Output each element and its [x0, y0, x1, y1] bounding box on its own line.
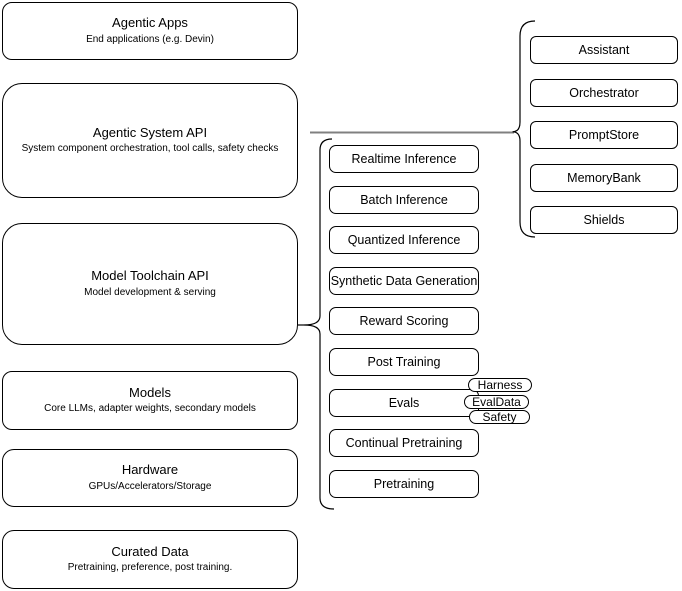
service-box-continual-pretraining: Continual Pretraining [329, 429, 479, 458]
box-subtitle: GPUs/Accelerators/Storage [88, 480, 212, 492]
component-box-assistant: Assistant [530, 36, 678, 64]
stack-box-agentic-system-api: Agentic System API System component orche… [2, 83, 298, 198]
stack-box-model-toolchain-api: Model Toolchain API Model development & s… [2, 223, 298, 345]
service-box-reward-scoring: Reward Scoring [329, 307, 479, 336]
component-box-promptstore: PromptStore [530, 121, 678, 149]
service-box-pretraining: Pretraining [329, 469, 479, 498]
component-box-shields: Shields [530, 206, 678, 234]
service-box-batch-inference: Batch Inference [329, 185, 479, 214]
box-subtitle: End applications (e.g. Devin) [86, 33, 214, 45]
box-title: Curated Data [111, 543, 189, 559]
box-title: Models [129, 384, 171, 400]
box-subtitle: System component orchestration, tool cal… [21, 143, 279, 155]
box-title: Agentic Apps [112, 15, 188, 31]
eval-tag-safety: Safety [469, 410, 530, 424]
box-title: Model Toolchain API [91, 268, 209, 284]
eval-tag-harness: Harness [468, 377, 532, 392]
service-box-synthetic-data-generation: Synthetic Data Generation [329, 266, 479, 295]
box-subtitle: Model development & serving [84, 286, 216, 298]
service-box-post-training: Post Training [329, 348, 479, 376]
eval-tag-evaldata: EvalData [464, 395, 529, 409]
box-title: Hardware [121, 462, 179, 478]
box-subtitle: Pretraining, preference, post training. [67, 562, 233, 574]
service-box-quantized-inference: Quantized Inference [329, 226, 479, 255]
component-box-memorybank: MemoryBank [530, 163, 678, 192]
box-title: Agentic System API [92, 124, 208, 140]
service-box-realtime-inference: Realtime Inference [329, 145, 479, 173]
service-box-evals: Evals [329, 388, 479, 417]
box-subtitle: Core LLMs, adapter weights, secondary mo… [44, 403, 256, 415]
component-box-orchestrator: Orchestrator [530, 78, 678, 107]
